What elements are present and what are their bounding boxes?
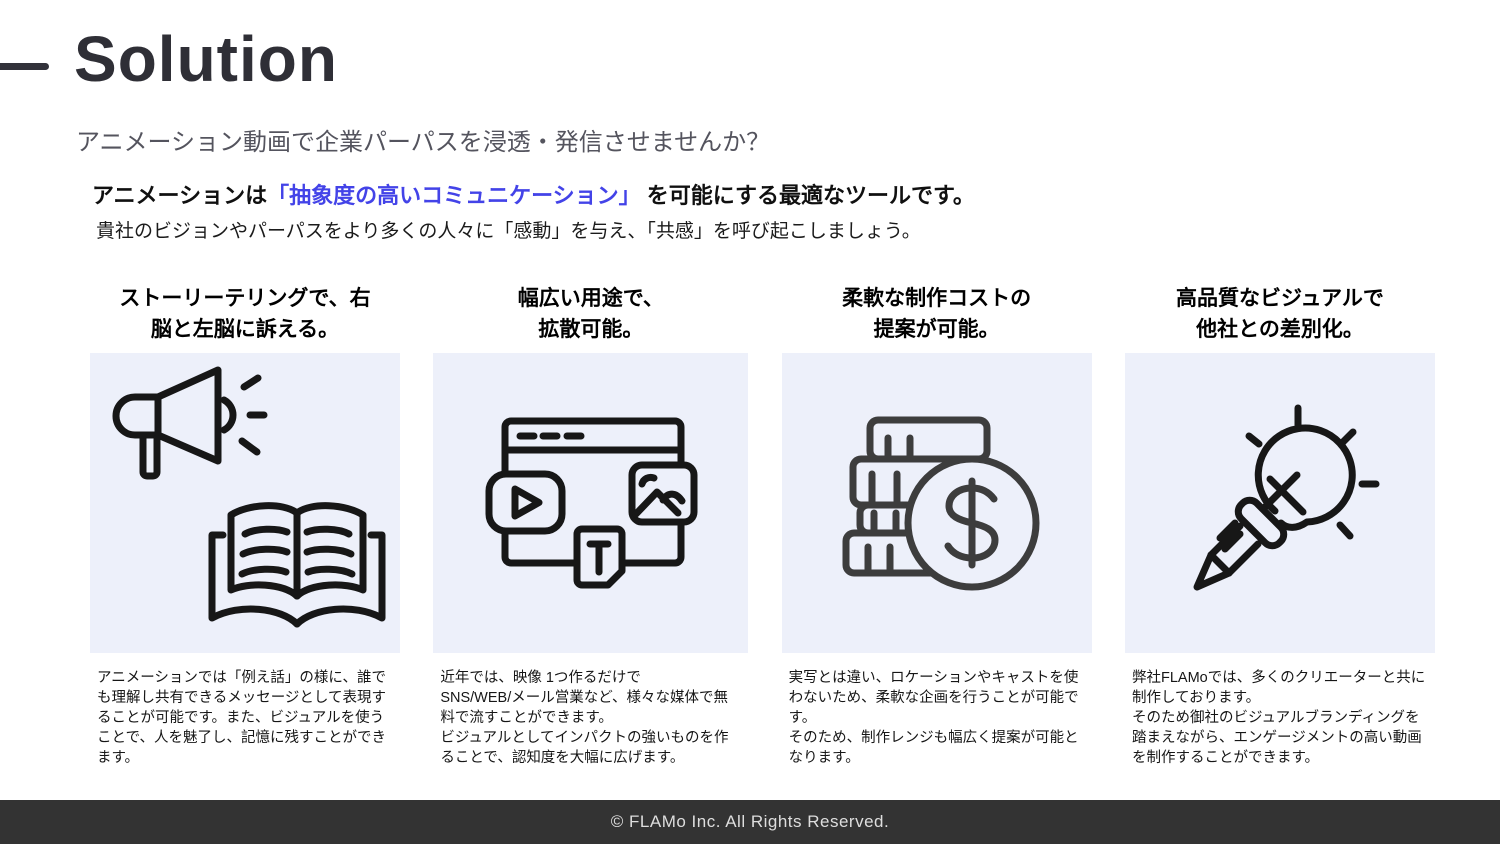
column-heading: 幅広い用途で、 拡散可能。 [517,287,664,341]
image-icon [628,461,698,526]
column-description: アニメーションでは「例え話」の様に、誰でも理解し共有できるメッセージとして表現す… [97,670,386,766]
megaphone-icon [112,366,268,480]
column-description: 弊社FLAMoでは、多くのクリエーターと共に制作しております。 そのため御社のビ… [1131,670,1426,766]
dollar-circle-icon [904,455,1040,591]
column-wide-usage: 幅広い用途で、 拡散可能。 [433,283,749,768]
column-description: 実写とは違い、ロケーションやキャストを使わないため、柔軟な企画を行うことが可能で… [788,670,1079,766]
feature-card [433,353,749,653]
feature-card [90,353,400,653]
column-heading: 柔軟な制作コストの 提案が可能。 [842,287,1032,341]
pencil-bulb-icon [1193,404,1380,591]
column-heading: 高品質なビジュアルで 他社との差別化。 [1176,287,1384,341]
lightbulb-icon [1245,404,1380,540]
copyright-text: © FLAMo Inc. All Rights Reserved. [610,812,890,831]
pencil-icon [1193,496,1288,591]
play-button-icon [485,470,566,535]
megaphone-and-book-icon [112,366,386,628]
text-tag-icon [573,525,626,589]
column-flexible-cost: 柔軟な制作コストの 提案が可能。 [781,283,1092,768]
open-book-icon [208,502,386,628]
title-accent-dash [0,63,49,70]
intro-line1-before: アニメーションは [92,183,268,208]
intro-line1-highlight: 「抽象度の高いコミュニケーション」 [267,183,641,208]
intro-line1-after: を可能にする最適なツールです。 [640,183,975,208]
intro-line1: アニメーションは「抽象度の高いコミュニケーション」 を可能にする最適なツールです… [92,178,975,210]
browser-media-icon [485,417,698,589]
feature-card [1124,353,1435,653]
page-title: Solution [74,23,338,95]
cost-icon [842,416,1040,591]
column-heading: ストーリーテリングで、右 脳と左脳に訴える。 [119,287,371,341]
column-description: 近年では、映像 1つ作るだけで SNS/WEB/メール営業など、様々な媒体で無料… [440,670,729,766]
intro-block: アニメーションは「抽象度の高いコミュニケーション」 を可能にする最適なツールです… [92,178,975,243]
column-storytelling: ストーリーテリングで、右 脳と左脳に訴える。 [90,283,400,768]
page-subtitle: アニメーション動画で企業パーパスを浸透・発信させませんか？ [76,129,771,156]
feature-card [781,353,1092,653]
column-high-quality: 高品質なビジュアルで 他社との差別化。 [1124,283,1435,768]
feature-columns: ストーリーテリングで、右 脳と左脳に訴える。 [90,283,1435,768]
intro-line2: 貴社のビジョンやパーパスをより多くの人々に「感動」を与え、「共感」を呼び起こしま… [96,221,921,242]
footer-bar: © FLAMo Inc. All Rights Reserved. [0,800,1500,844]
